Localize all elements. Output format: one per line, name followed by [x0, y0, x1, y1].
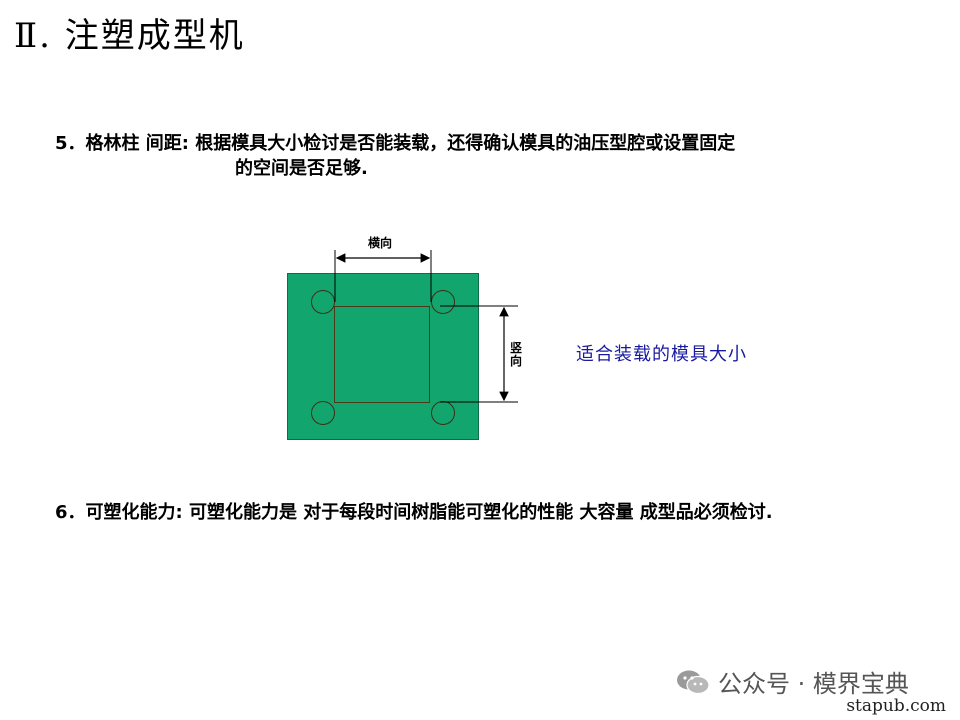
item-5-lead: 5．格林柱 间距: 根据模具大小检讨是否能装载，还得确认模具的油压型腔或设置固定 [55, 133, 736, 154]
source-url: stapub.com [846, 696, 946, 716]
tie-bar-top-left [311, 290, 335, 314]
item-5-continuation: 的空间是否足够. [235, 158, 368, 179]
tie-bar-bottom-right [431, 401, 455, 425]
wechat-icon [677, 670, 710, 694]
watermark: 公众号 · 模界宝典 [676, 664, 909, 699]
page-title: Ⅱ. 注塑成型机 [14, 16, 245, 56]
label-horizontal: 横向 [368, 236, 393, 250]
mold-area [334, 306, 430, 403]
tie-bar-bottom-left [311, 401, 335, 425]
item-6-text: 6．可塑化能力: 可塑化能力是 对于每段时间树脂能可塑化的性能 大容量 成型品必… [55, 502, 773, 523]
diagram-caption: 适合装载的模具大小 [576, 344, 747, 365]
item-5-text: 5．格林柱 间距: 根据模具大小检讨是否能装载，还得确认模具的油压型腔或设置固定… [55, 131, 915, 181]
watermark-text: 公众号 · 模界宝典 [718, 670, 909, 698]
label-vertical: 竖向 [509, 341, 522, 368]
